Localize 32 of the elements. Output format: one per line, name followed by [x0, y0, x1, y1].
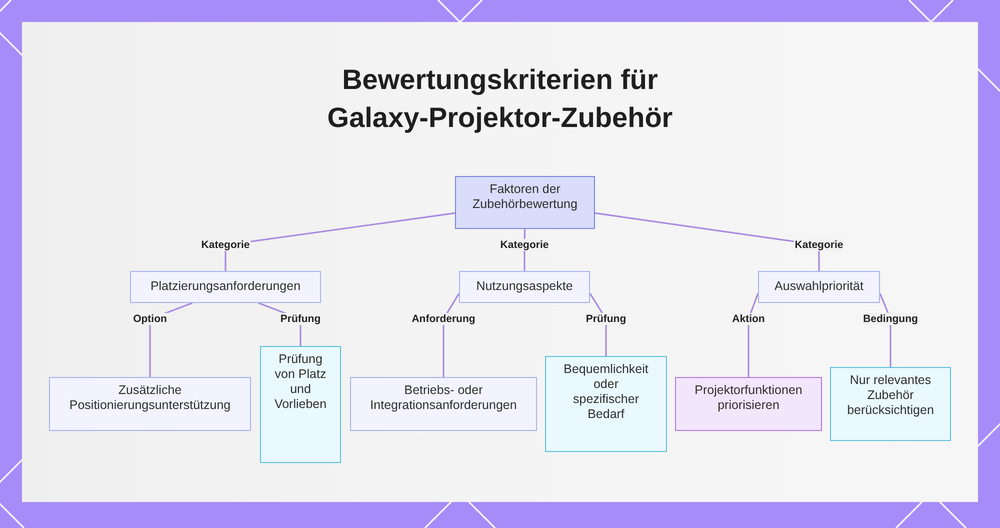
connector-line — [748, 293, 759, 377]
node-label: Nur relevantes Zubehör berücksichtigen — [846, 373, 935, 418]
edge-label: Anforderung — [410, 313, 476, 325]
tree-node-box — [455, 176, 595, 229]
node-label: Zusätzliche Positionierungsunterstützung — [68, 383, 232, 413]
tree-node-box — [545, 356, 667, 452]
tree-node-box — [260, 346, 341, 463]
node-label: Prüfung von Platz und Vorlieben — [273, 352, 328, 412]
tree-node-box — [675, 377, 822, 431]
edge-label: Aktion — [731, 313, 766, 325]
edge-label: Kategorie — [499, 239, 550, 251]
node-label: Auswahlpriorität — [774, 279, 864, 294]
tree-node-box — [130, 271, 321, 303]
edge-label: Kategorie — [794, 239, 844, 251]
tree-node-box — [350, 377, 537, 431]
connector-line — [594, 212, 820, 271]
edge-label: Prüfung — [584, 313, 628, 325]
edge-label: Bedingung — [862, 313, 919, 325]
edge-label: Option — [132, 313, 168, 325]
node-label: Faktoren der Zubehörbewertung — [472, 182, 578, 212]
node-label: Platzierungsanforderungen — [150, 279, 301, 294]
edge-label: Kategorie — [200, 239, 251, 251]
diagram-title: Bewertungskriterien für Galaxy-Projektor-Zubehör — [326, 63, 674, 135]
tree-node-box — [49, 377, 251, 431]
node-label: Bequemlichkeit oder spezifischer Bedarf — [562, 362, 650, 422]
node-label: Projektorfunktionen priorisieren — [694, 383, 804, 413]
edge-label: Prüfung — [279, 313, 322, 325]
node-label: Nutzungsaspekte — [476, 279, 573, 294]
tree-node-box — [758, 271, 880, 303]
tree-node-box — [830, 367, 951, 441]
tree-node-box — [459, 271, 590, 303]
node-label: Betriebs- oder Integrationsanforderungen — [369, 383, 518, 413]
